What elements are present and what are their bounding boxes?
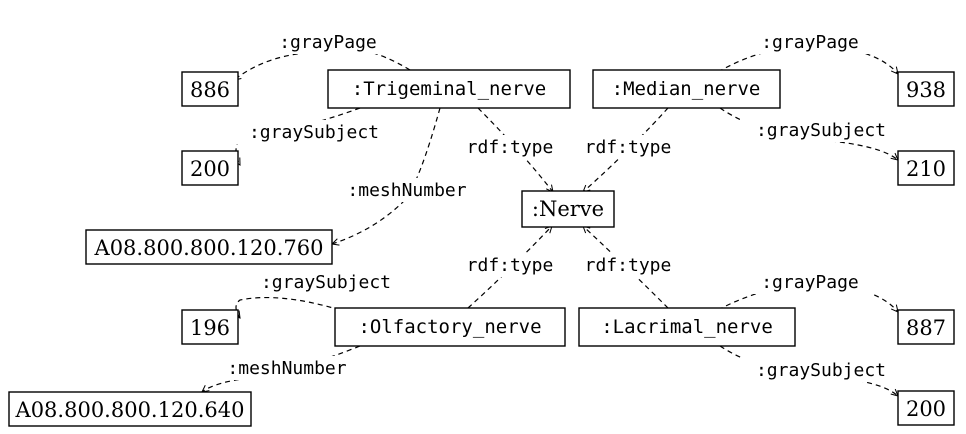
label-type-median: rdf:type <box>585 137 672 158</box>
label-type-olfactory: rdf:type <box>467 255 554 276</box>
label-graypage-lacrimal: :grayPage <box>761 272 859 293</box>
label-graysubject-median: :graySubject <box>756 120 886 141</box>
literal-lacrimal-graysubject: 200 <box>897 390 955 426</box>
node-median-nerve: :Median_nerve <box>592 69 781 109</box>
edge-median-graypage <box>717 44 898 74</box>
literal-olfactory-meshnumber: A08.800.800.120.640 <box>8 391 252 427</box>
literal-median-graysubject: 210 <box>897 150 955 186</box>
literal-mesh-760: A08.800.800.120.760 <box>94 236 324 260</box>
edge-trigeminal-graypage <box>234 47 411 80</box>
label-graysubject-lacrimal: :graySubject <box>756 360 886 381</box>
label-type-trigeminal: rdf:type <box>467 137 554 158</box>
node-lacrimal-nerve: :Lacrimal_nerve <box>578 307 796 347</box>
edge-trigeminal-graysubject <box>236 107 361 165</box>
literal-olfactory-graysubject: 196 <box>181 309 239 345</box>
literal-mesh-640: A08.800.800.120.640 <box>15 398 245 422</box>
literal-200-lacrimal: 200 <box>906 397 946 421</box>
literal-887: 887 <box>906 316 946 340</box>
node-trigeminal-label: :Trigeminal_nerve <box>352 78 546 100</box>
literal-210: 210 <box>906 157 946 181</box>
literal-lacrimal-graypage: 887 <box>897 309 955 345</box>
literal-trigeminal-graypage: 886 <box>181 71 239 107</box>
node-median-label: :Median_nerve <box>612 78 761 100</box>
label-meshnumber-trigeminal: :meshNumber <box>347 180 466 201</box>
edge-trigeminal-meshnumber <box>332 107 441 244</box>
literal-median-graypage: 938 <box>897 71 955 107</box>
label-graypage-trigeminal: :grayPage <box>279 32 377 53</box>
node-olfactory-label: :Olfactory_nerve <box>358 316 541 338</box>
literal-200-trigeminal: 200 <box>190 157 230 181</box>
label-meshnumber-olfactory: :meshNumber <box>227 358 346 379</box>
literal-886: 886 <box>190 78 230 102</box>
node-trigeminal-nerve: :Trigeminal_nerve <box>327 69 571 109</box>
edge-olfactory-graysubject <box>236 296 341 318</box>
literal-trigeminal-graysubject: 200 <box>181 150 239 186</box>
label-type-lacrimal: rdf:type <box>585 255 672 276</box>
literal-trigeminal-meshnumber: A08.800.800.120.760 <box>85 229 333 265</box>
literal-196: 196 <box>190 316 230 340</box>
label-graysubject-olfactory: :graySubject <box>261 272 391 293</box>
node-nerve: :Nerve <box>521 190 615 228</box>
label-graypage-median: :grayPage <box>761 32 859 53</box>
label-graysubject-trigeminal: :graySubject <box>249 122 379 143</box>
literal-938: 938 <box>906 78 946 102</box>
edge-lacrimal-graypage <box>717 283 898 312</box>
node-olfactory-nerve: :Olfactory_nerve <box>334 307 566 347</box>
node-nerve-label: :Nerve <box>532 197 604 221</box>
node-lacrimal-label: :Lacrimal_nerve <box>601 316 773 338</box>
